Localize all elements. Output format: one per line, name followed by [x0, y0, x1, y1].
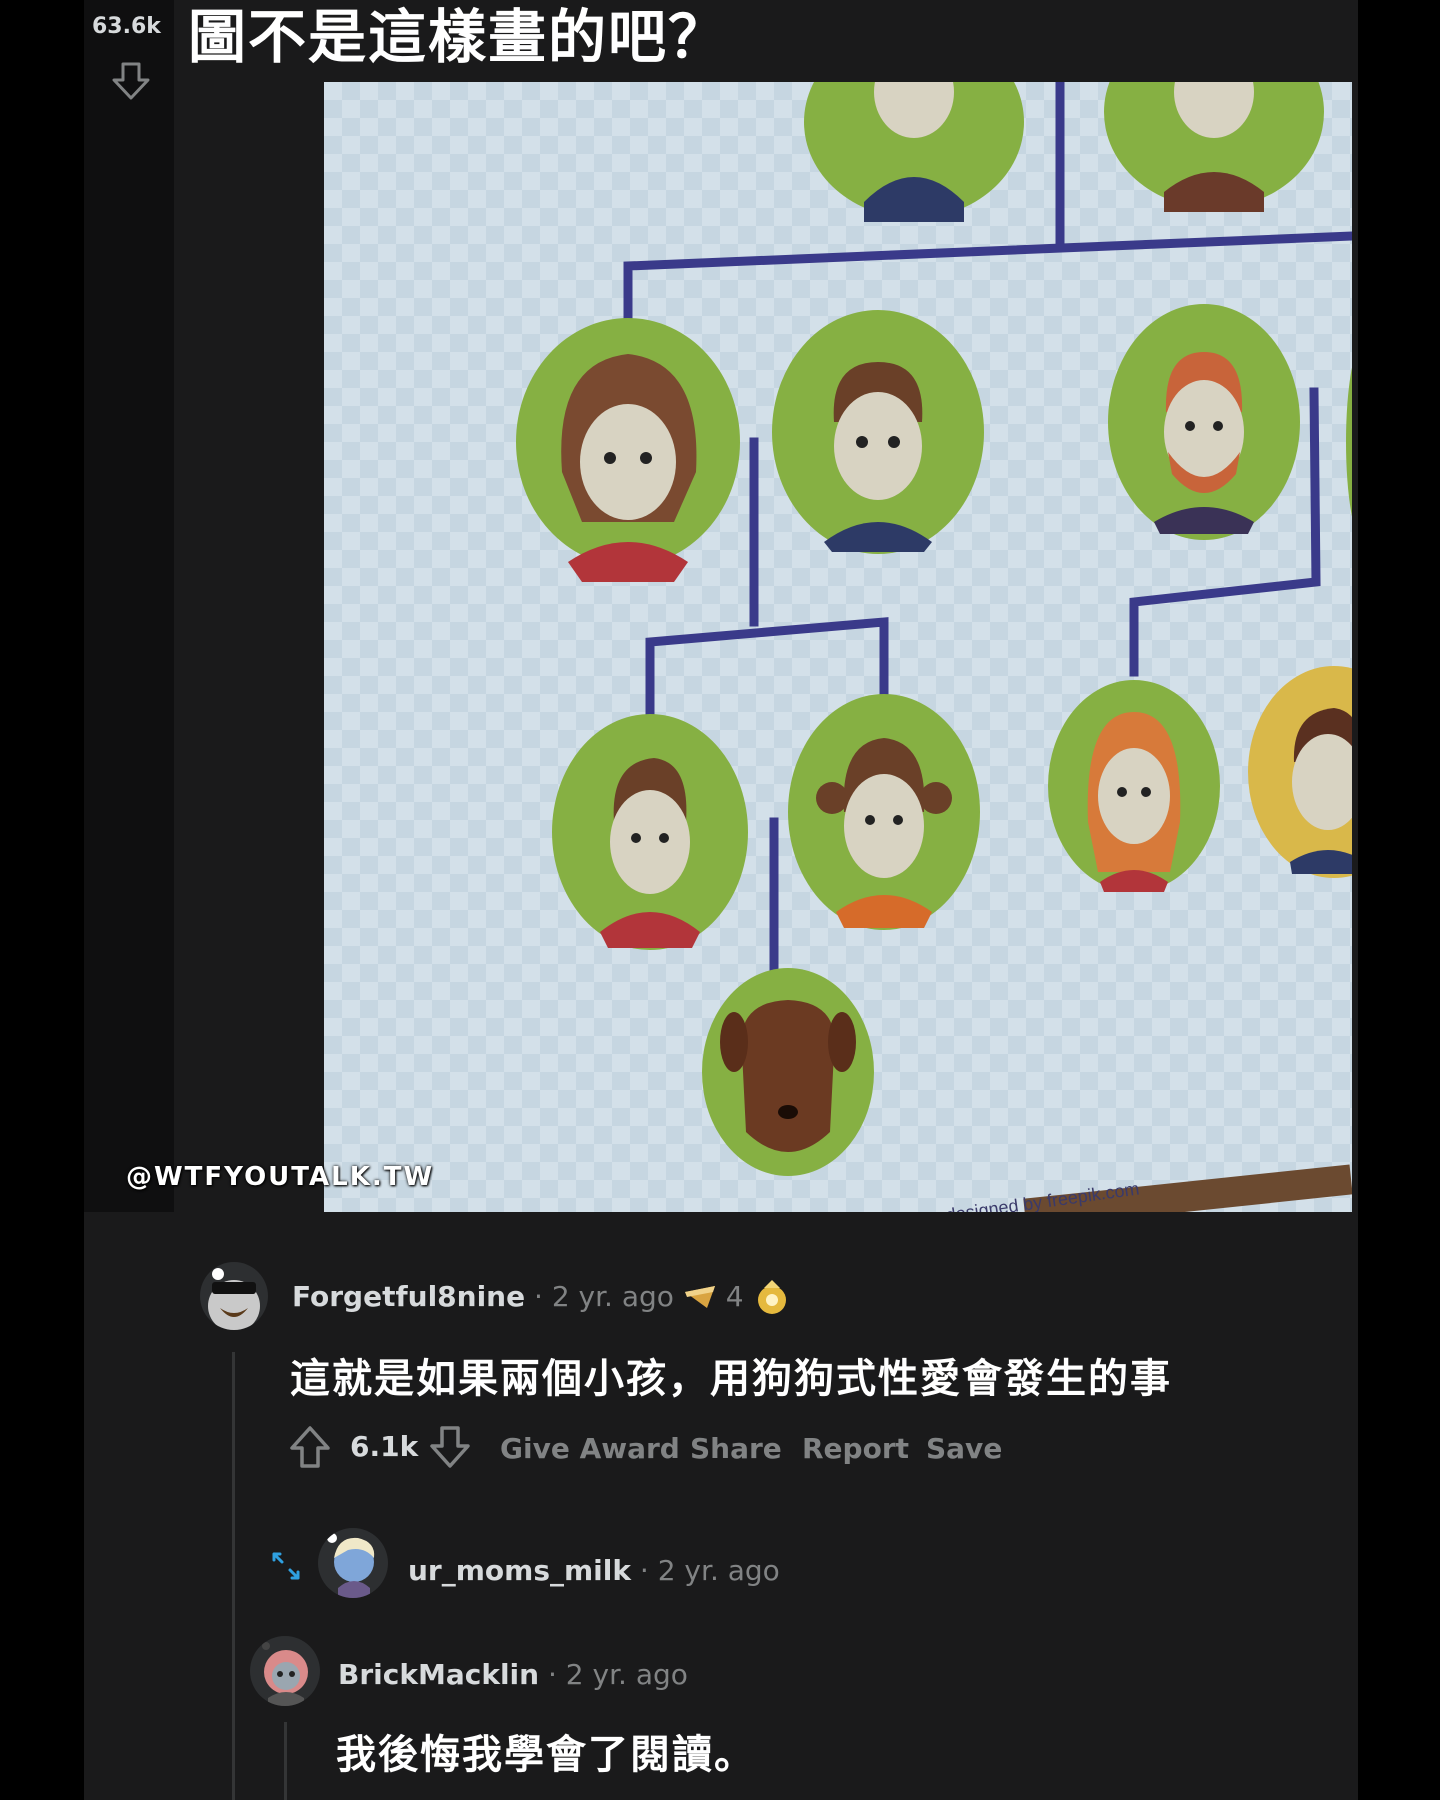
pie-award-icon [684, 1286, 715, 1308]
comment-meta: Forgetful8nine · 2 yr. ago 4 [292, 1278, 792, 1318]
award-badge-icon [758, 1280, 787, 1314]
watermark: @WTFYOUTALK.TW [126, 1162, 435, 1192]
portrait-daughter [788, 694, 980, 930]
portrait-man-right [1248, 666, 1352, 878]
thread-line[interactable] [232, 1352, 235, 1800]
avatar[interactable] [200, 1262, 268, 1330]
family-tree-image: designed by freepik.com [324, 82, 1352, 1212]
award-count: 4 [725, 1280, 744, 1313]
post-score: 63.6k [92, 14, 161, 39]
share-button[interactable]: Share [690, 1432, 782, 1465]
portrait-father [772, 310, 984, 554]
post-image[interactable]: designed by freepik.com [324, 82, 1352, 1212]
avatar-icon [208, 1268, 260, 1330]
tree-lines [623, 82, 1352, 987]
post-title[interactable]: 圖不是這樣畫的吧？ [188, 3, 729, 71]
comment-time[interactable]: 2 yr. ago [657, 1554, 780, 1587]
comment-author[interactable]: BrickMacklin [338, 1658, 540, 1691]
portrait-mother [516, 318, 740, 582]
comment-body: 我後悔我學會了閱讀。 [336, 1732, 756, 1778]
comment-time[interactable]: 2 yr. ago [565, 1658, 688, 1691]
comment-time[interactable]: 2 yr. ago [551, 1280, 674, 1313]
portrait-dog [702, 968, 874, 1176]
portrait-grandparent-2 [1104, 82, 1324, 212]
save-button[interactable]: Save [926, 1432, 1003, 1465]
avatar[interactable] [318, 1528, 388, 1598]
comment-body: 這就是如果兩個小孩，用狗狗式性愛會發生的事 [290, 1356, 1172, 1402]
expand-icon[interactable] [268, 1548, 304, 1584]
comment-author[interactable]: ur_moms_milk [408, 1554, 631, 1587]
avatar[interactable] [250, 1636, 320, 1706]
separator: · [639, 1554, 649, 1587]
portrait-redhead-woman [1048, 680, 1220, 892]
portrait-grandparent-1 [804, 82, 1024, 222]
downvote-icon[interactable] [108, 58, 154, 104]
separator: · [547, 1658, 557, 1691]
comment-meta: BrickMacklin · 2 yr. ago [338, 1658, 688, 1691]
report-button[interactable]: Report [802, 1432, 910, 1465]
comment-meta: ur_moms_milk · 2 yr. ago [408, 1554, 780, 1587]
comment-votes: 6.1k [350, 1430, 419, 1463]
upvote-icon[interactable] [286, 1422, 334, 1472]
separator: · [534, 1280, 543, 1313]
downvote-icon[interactable] [426, 1422, 474, 1472]
portrait-bearded-man [1108, 304, 1300, 540]
thread-line[interactable] [284, 1722, 287, 1800]
avatar-icon [327, 1533, 375, 1598]
vote-column [84, 0, 174, 1212]
avatar-icon [262, 1642, 308, 1706]
portrait-son [552, 714, 748, 950]
give-award-button[interactable]: Give Award [500, 1432, 680, 1465]
comment-author[interactable]: Forgetful8nine [292, 1280, 526, 1313]
